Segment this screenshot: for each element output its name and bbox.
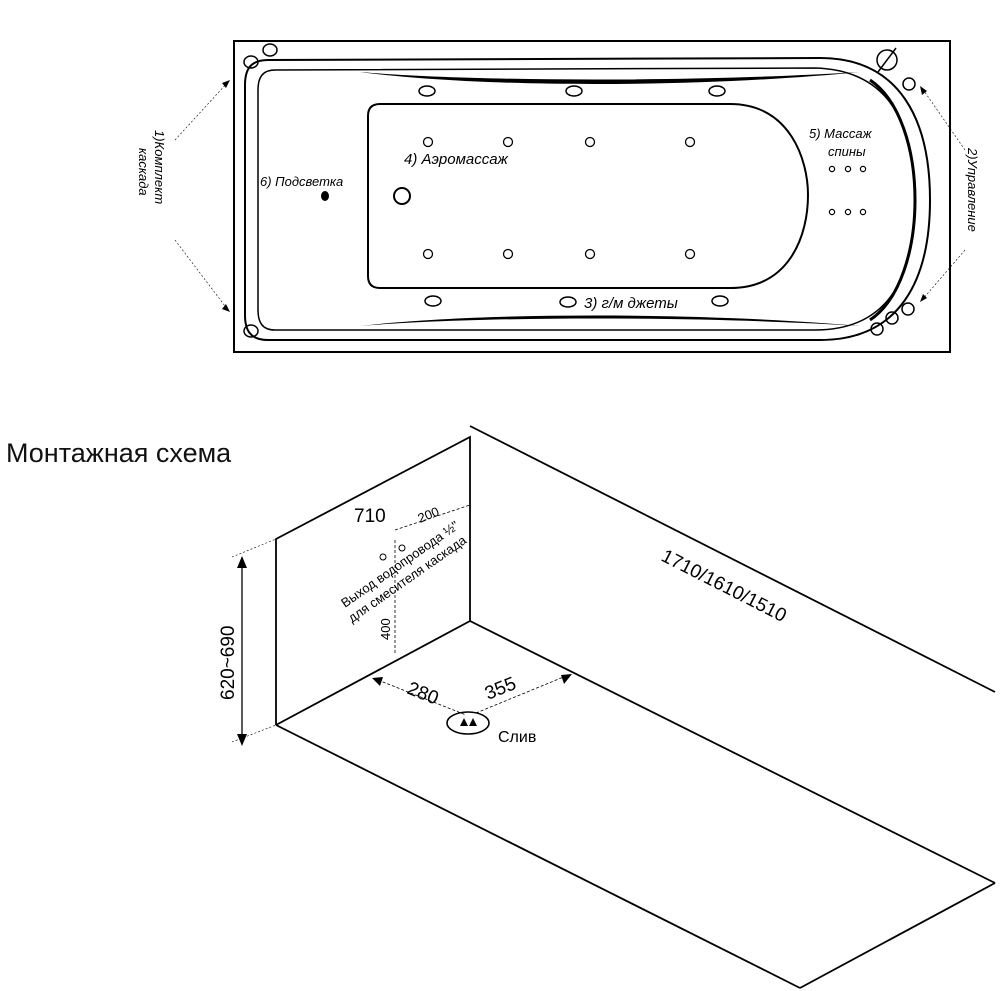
back-massage-label-1: 5) Массаж: [809, 126, 873, 141]
overflow-knob-line: [877, 47, 897, 73]
dim-drain-side: 280: [404, 678, 441, 709]
aero-nozzles: [422, 136, 696, 260]
water-outlet-label-1: Выход водопровода ½": [338, 518, 462, 611]
tub-basin: [367, 103, 810, 289]
tub-outer-frame: [233, 40, 951, 353]
cascade-hole: [262, 43, 278, 57]
height-dimension: [231, 538, 277, 746]
back-massage-label-2: спины: [828, 144, 866, 159]
back-massage-jets: [828, 165, 867, 216]
dim-width: 710: [354, 506, 386, 527]
drain-dim-line: [372, 675, 568, 680]
outlet-offset-dim: [394, 504, 471, 531]
dim-drain-front: 355: [482, 673, 519, 704]
cascade-label-2: каскада: [136, 148, 151, 196]
cascade-hole: [243, 324, 259, 338]
drain-arrow: [469, 718, 477, 726]
overflow-knob-icon: [876, 49, 898, 71]
dim-offset-top: 200: [416, 504, 442, 526]
cascade-label-1: 1)Комплект: [152, 130, 167, 204]
control-hole: [885, 311, 899, 325]
aero-label: 4) Аэромассаж: [404, 151, 509, 168]
drain-hole: [393, 187, 411, 205]
water-outlet-label-2: для смесителя каскада: [345, 532, 470, 625]
control-hole: [901, 302, 915, 316]
hydro-jet: [424, 295, 442, 307]
water-outlet-hole: [398, 544, 406, 552]
water-outlet-hole: [379, 553, 387, 561]
control-callout: 2)Управление: [920, 86, 980, 302]
control-hole: [870, 322, 884, 336]
drain-icon: [446, 711, 490, 735]
top-view-diagram: 4) Аэромассаж 6) Подсветка 3) г/м джеты …: [136, 40, 980, 353]
hydro-jet: [711, 295, 729, 307]
rim-contour-bottom: [360, 315, 860, 326]
hydro-jet: [565, 85, 583, 97]
tub-inner-rim: [257, 67, 916, 331]
dim-height-outlet: 400: [378, 618, 393, 640]
drain-dims: [372, 674, 572, 716]
drain-arrow: [460, 718, 468, 726]
jets-label: 3) г/м джеты: [584, 295, 678, 312]
rim-contour-top: [360, 72, 860, 84]
rim-contour-right: [869, 78, 917, 322]
control-label: 2)Управление: [965, 147, 980, 232]
dim-length: 1710/1610/1510: [658, 546, 790, 627]
floor-front-edge: [275, 724, 801, 989]
drain-label: Слив: [498, 729, 536, 746]
top-back-edge: [469, 425, 996, 693]
control-hole: [902, 77, 916, 91]
left-wall: [275, 435, 471, 726]
floor-back-edge: [469, 620, 996, 884]
install-scheme-diagram: [231, 425, 996, 989]
hydro-jet: [418, 85, 436, 97]
dim-height: 620~690: [218, 626, 239, 701]
cascade-hole: [243, 55, 259, 69]
install-scheme-title: Монтажная схема: [6, 438, 232, 468]
hydro-jet: [559, 296, 577, 308]
lighting-label: 6) Подсветка: [260, 174, 343, 189]
cascade-callout: 1)Комплект каскада: [136, 80, 230, 312]
hydro-jet: [708, 85, 726, 97]
lighting-spot: [321, 191, 329, 201]
floor-right-edge: [799, 882, 996, 989]
